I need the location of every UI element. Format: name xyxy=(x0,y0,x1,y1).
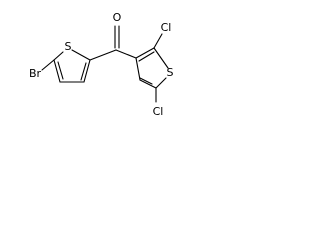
right-thiophene-ring xyxy=(135,33,169,103)
carbonyl-group xyxy=(89,25,137,61)
bond-c2-carbonyl xyxy=(89,49,117,61)
bond-c2prime-cl xyxy=(153,33,163,49)
bond-c4prime-c3prime xyxy=(135,57,141,81)
bond-s1-c2 xyxy=(71,49,91,61)
chemical-structure: Br S O S Cl Cl xyxy=(29,11,174,118)
atom-label-o: O xyxy=(113,11,122,24)
atom-label-cl-top: Cl xyxy=(161,21,172,34)
atom-label-cl-bottom: Cl xyxy=(153,105,164,118)
bond-s2-c5prime xyxy=(155,77,167,89)
atom-label-br: Br xyxy=(29,67,42,80)
bond-c5prime-c4prime xyxy=(139,79,157,89)
bond-carbonyl-c3prime xyxy=(115,49,137,59)
bond-c3prime-c2prime-double xyxy=(138,51,155,62)
atom-label-s2: S xyxy=(167,66,174,79)
bond-c2-c3-double xyxy=(80,62,87,81)
left-thiophene-ring xyxy=(41,49,91,83)
atom-label-s1: S xyxy=(65,40,72,53)
bond-c3prime-c2prime xyxy=(135,47,155,59)
bond-c5prime-c4prime-double xyxy=(139,77,153,85)
bond-c2prime-s2 xyxy=(153,47,169,69)
bond-c4-c5 xyxy=(53,59,61,83)
bond-c5-s1 xyxy=(53,51,64,61)
bond-c5-br xyxy=(41,59,55,71)
bond-c2-c3 xyxy=(83,59,91,83)
bond-c4-c5-double xyxy=(57,61,64,80)
